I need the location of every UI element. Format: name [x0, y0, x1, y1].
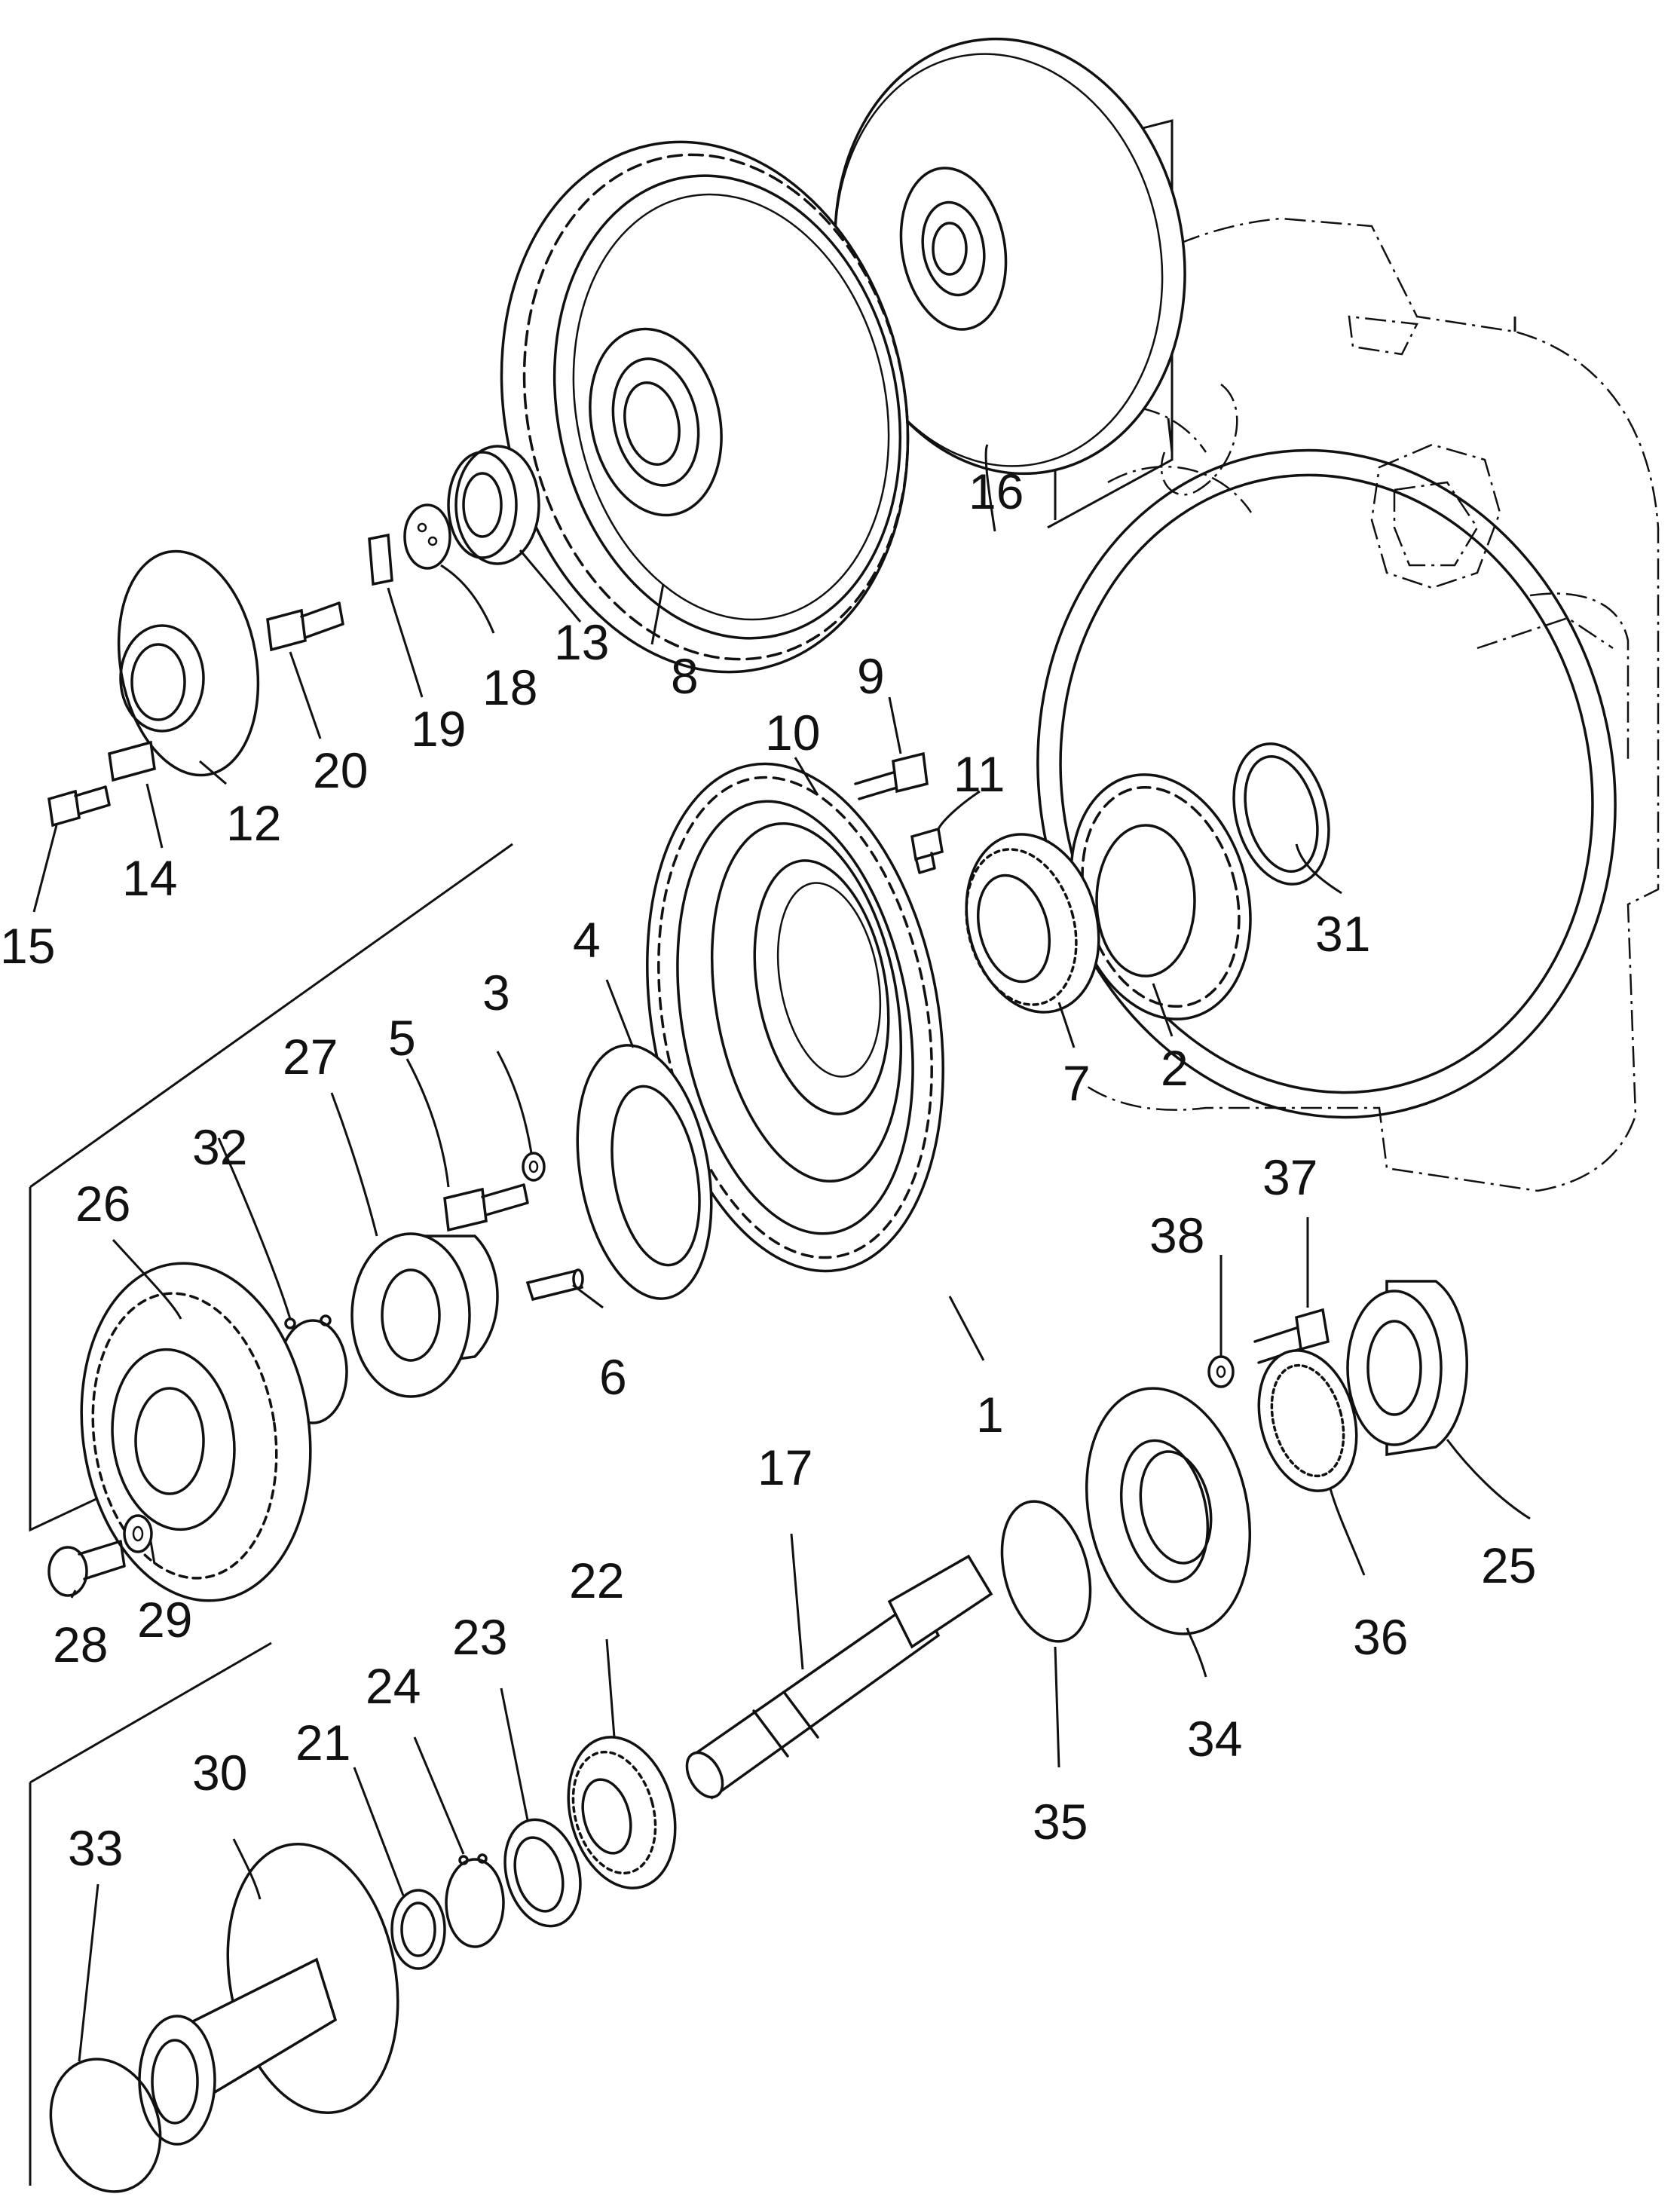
callout-3: 3	[482, 965, 510, 1020]
part-31-seal	[1232, 742, 1330, 886]
callout-8: 8	[671, 648, 699, 704]
callout-36: 36	[1353, 1609, 1408, 1665]
callout-29: 29	[137, 1592, 192, 1648]
callout-37: 37	[1262, 1149, 1317, 1205]
frame-lines	[29, 119, 1516, 2186]
callout-7: 7	[1063, 1055, 1091, 1111]
part-25-coupling	[1346, 1280, 1468, 1457]
part-26-stator-wheel	[80, 1262, 312, 1602]
callout-14: 14	[122, 850, 177, 906]
callout-33: 33	[68, 1820, 123, 1876]
part-2-gear	[1070, 773, 1252, 1020]
callout-20: 20	[313, 742, 368, 798]
part-1-housing	[646, 762, 944, 1273]
part-21-ring	[390, 1889, 446, 1970]
part-20-bolt	[266, 601, 344, 652]
callout-1: 1	[976, 1387, 1004, 1443]
part-11-plug	[910, 827, 944, 874]
callout-10: 10	[765, 705, 820, 760]
part-19-tab-washer	[368, 533, 393, 586]
callout-12: 12	[226, 795, 281, 851]
callout-17: 17	[757, 1440, 812, 1495]
part-28-bolt	[47, 1540, 126, 1597]
part-13-bearing	[447, 445, 540, 565]
part-33-o-ring	[49, 2058, 162, 2193]
callout-16: 16	[969, 464, 1024, 519]
part-17-shaft	[685, 1554, 993, 1800]
part-38-washer	[1207, 1355, 1235, 1388]
part-24-snap-ring	[445, 1853, 505, 1948]
part-36-bearing	[1257, 1349, 1358, 1492]
part-23-spacer	[503, 1818, 582, 1928]
part-18-lock-plate	[403, 503, 451, 570]
part-4-gasket	[576, 1044, 713, 1300]
callout-18: 18	[482, 659, 537, 715]
part-12-flange-hub	[117, 549, 260, 777]
callout-5: 5	[388, 1010, 416, 1066]
callout-2: 2	[1161, 1040, 1189, 1096]
callout-38: 38	[1149, 1207, 1204, 1263]
callout-31: 31	[1315, 906, 1370, 962]
callout-9: 9	[857, 648, 885, 704]
callout-34: 34	[1187, 1711, 1242, 1767]
callout-11: 11	[953, 746, 1005, 802]
callout-23: 23	[452, 1609, 507, 1665]
callout-labels: 1 2 3 4 5 6 7 8 9 10 11 12 13 14 15 16 1…	[0, 464, 1536, 1876]
part-35-o-ring	[1000, 1500, 1092, 1643]
part-5-bolt	[443, 1183, 529, 1232]
part-34-cover	[1085, 1387, 1252, 1635]
callout-22: 22	[569, 1553, 624, 1608]
callout-15: 15	[0, 918, 55, 974]
callout-25: 25	[1481, 1537, 1536, 1593]
callout-28: 28	[53, 1617, 108, 1672]
callout-19: 19	[411, 701, 466, 757]
part-22-bearing	[567, 1736, 677, 1889]
callout-13: 13	[554, 614, 609, 670]
part-6-pin	[525, 1268, 584, 1302]
part-27-hub	[350, 1232, 499, 1398]
callout-4: 4	[573, 912, 601, 968]
part-29-washer	[123, 1514, 153, 1553]
part-30-output-flange	[138, 1842, 399, 2146]
part-14-lock-plate	[108, 740, 156, 782]
callout-35: 35	[1033, 1794, 1088, 1850]
part-7-bearing	[965, 833, 1100, 1014]
callout-21: 21	[295, 1715, 350, 1770]
callout-32: 32	[192, 1119, 247, 1175]
part-9-bolt	[854, 751, 929, 800]
part-15-bolt	[47, 785, 111, 828]
part-8-ring-gear	[500, 140, 910, 674]
callout-30: 30	[192, 1745, 247, 1801]
callout-6: 6	[599, 1349, 627, 1405]
part-3-washer	[522, 1152, 546, 1182]
callout-26: 26	[75, 1176, 130, 1232]
leader-lines	[32, 444, 1531, 2062]
callout-24: 24	[366, 1658, 421, 1714]
callout-27: 27	[283, 1029, 338, 1085]
